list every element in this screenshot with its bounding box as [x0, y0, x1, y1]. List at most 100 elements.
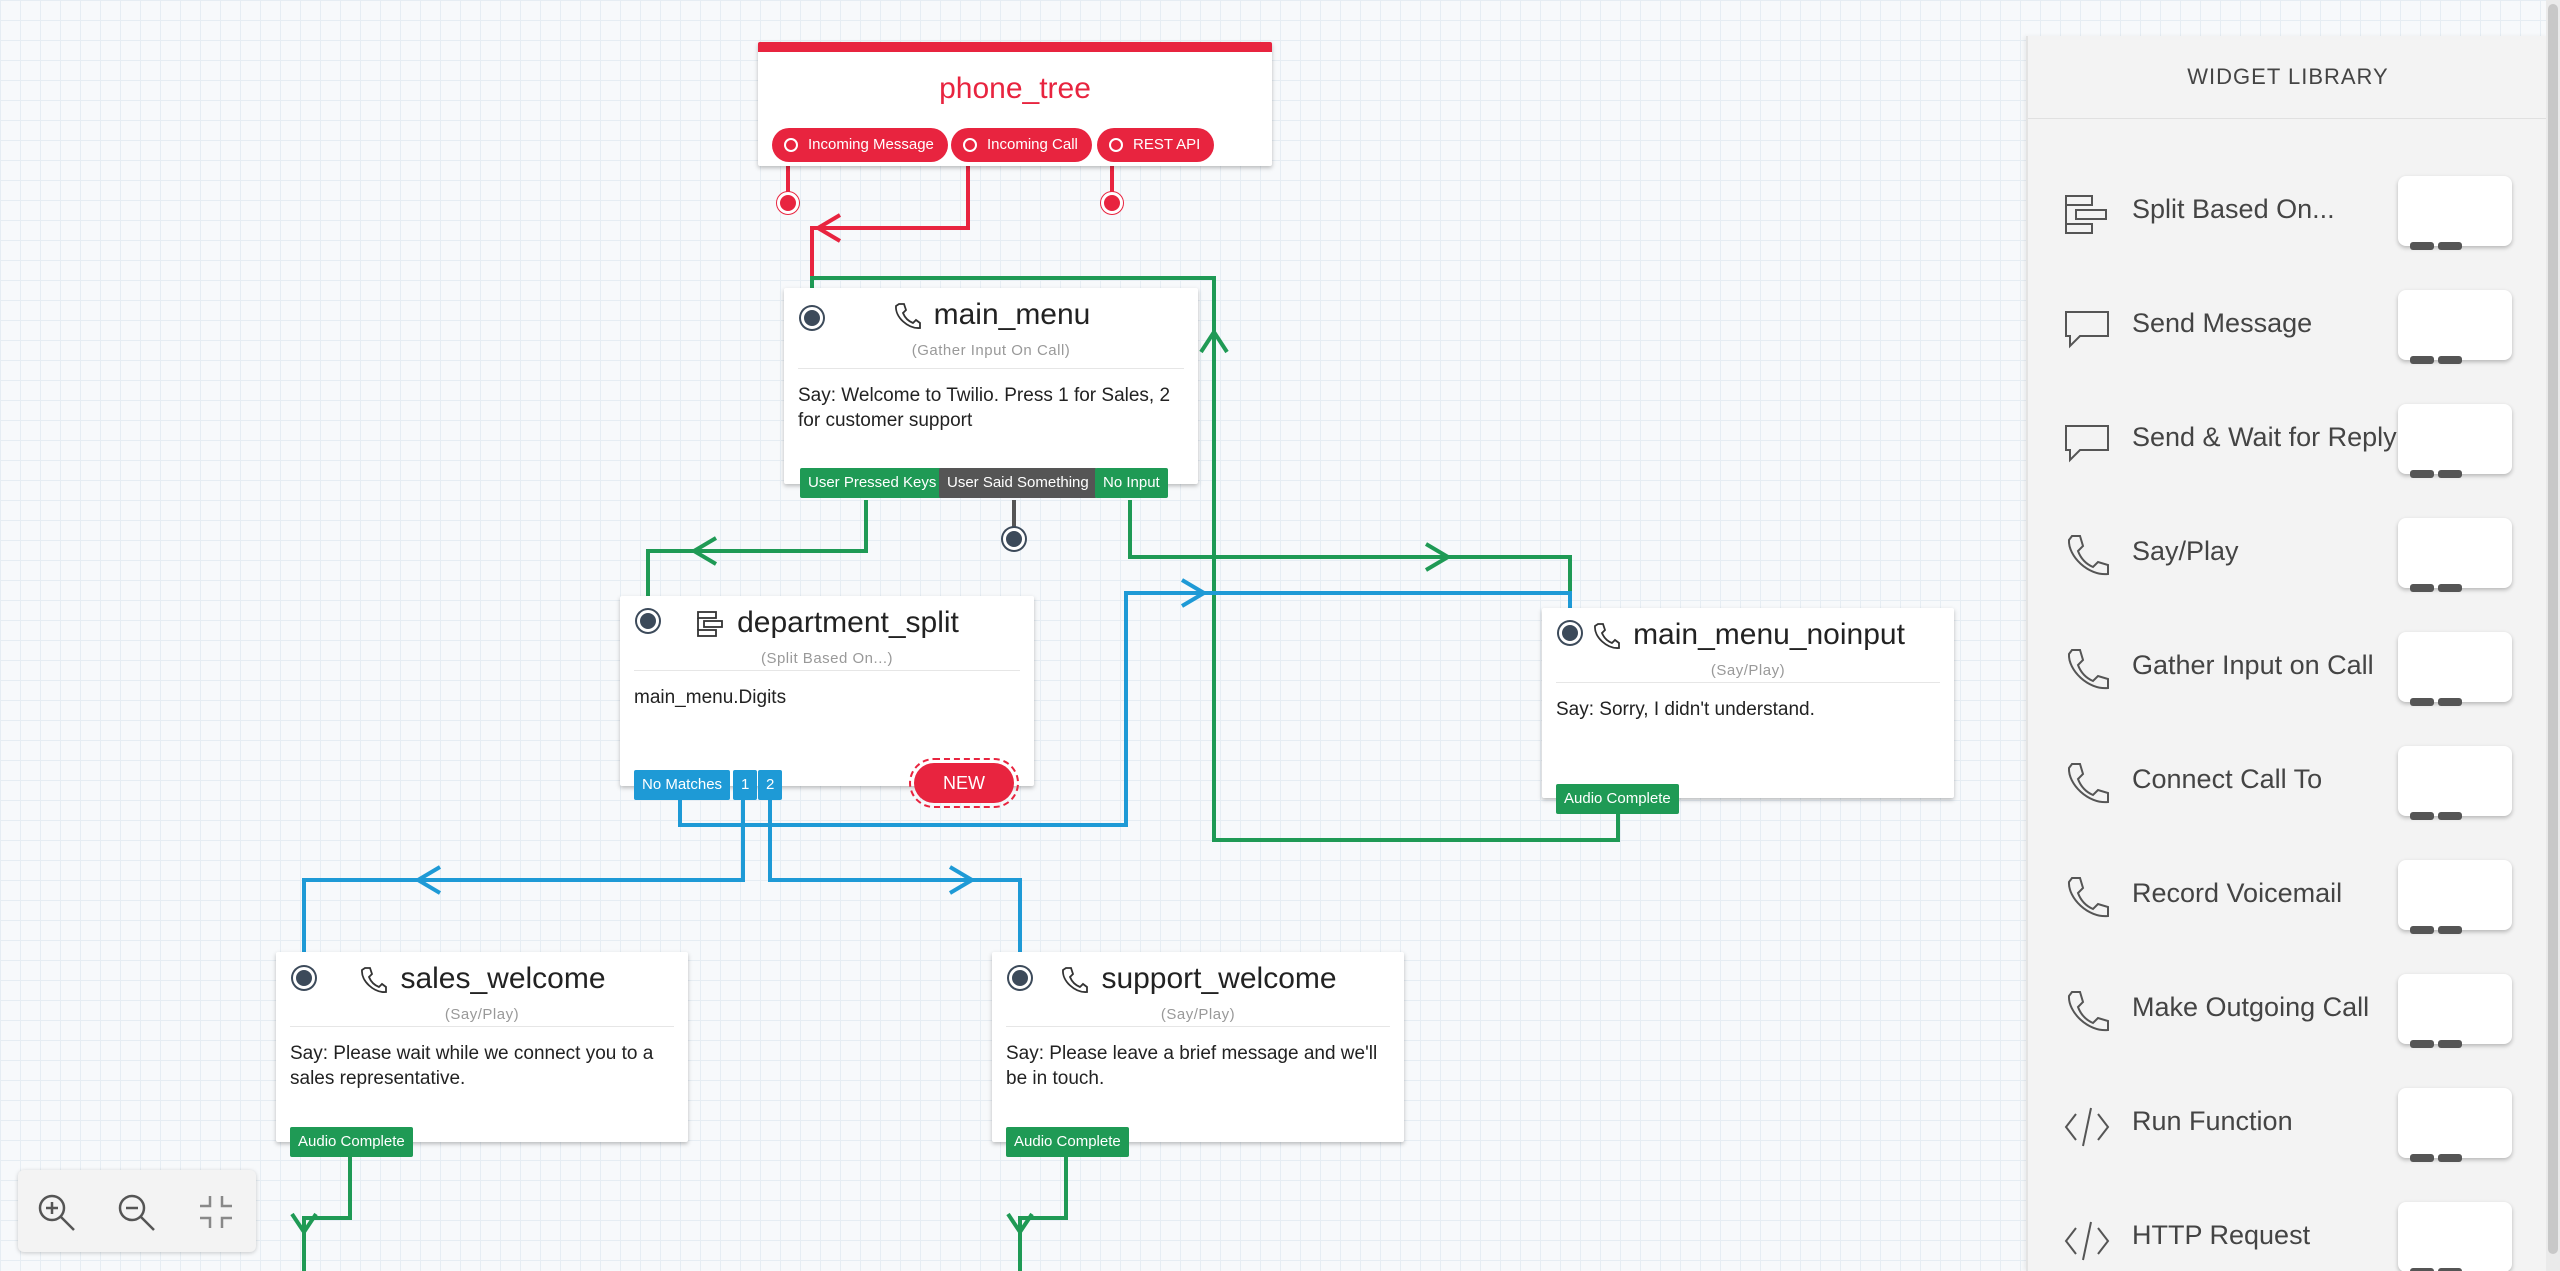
library-item-say-play[interactable]: Say/Play: [2028, 498, 2548, 612]
trigger-incoming-call[interactable]: Incoming Call: [951, 128, 1092, 162]
widget-card-preview[interactable]: [2398, 1088, 2512, 1162]
library-item-send-wait[interactable]: Send & Wait for Reply: [2028, 384, 2548, 498]
widget-body: Say: Please wait while we connect you to…: [290, 1026, 674, 1091]
transition-audio-complete[interactable]: Audio Complete: [1006, 1127, 1129, 1157]
widget-card-preview[interactable]: [2398, 176, 2512, 250]
zoom-in-icon[interactable]: [34, 1190, 78, 1234]
phone-icon: [2067, 535, 2109, 576]
widget-sales-welcome[interactable]: sales_welcome (Say/Play) Say: Please wai…: [276, 952, 688, 1142]
trigger-incoming-message[interactable]: Incoming Message: [772, 128, 948, 162]
output-port[interactable]: [1003, 528, 1025, 550]
library-item-send-message[interactable]: Send Message: [2028, 270, 2548, 384]
input-port[interactable]: [637, 610, 659, 632]
widget-title: main_menu: [933, 298, 1091, 331]
transition-no-input[interactable]: No Input: [1095, 468, 1168, 498]
phone-icon: [1594, 623, 1620, 649]
widget-title: sales_welcome: [400, 962, 606, 995]
wire-no-input: [1128, 500, 1572, 622]
library-item-label: Make Outgoing Call: [2132, 992, 2370, 1022]
phone-icon: [2067, 991, 2109, 1032]
library-item-make-call[interactable]: Make Outgoing Call: [2028, 954, 2548, 1068]
trigger-rest-api[interactable]: REST API: [1097, 128, 1215, 162]
phone-icon: [2067, 877, 2109, 918]
library-item-label: Send & Wait for Reply: [2132, 422, 2397, 452]
phone-icon: [894, 303, 921, 329]
input-port[interactable]: [1009, 967, 1031, 989]
wire-digit-2: [768, 800, 1022, 970]
split-icon: [697, 611, 723, 637]
library-item-label: Send Message: [2132, 308, 2313, 338]
transition-audio-complete[interactable]: Audio Complete: [290, 1127, 413, 1157]
widget-type: (Say/Play): [1160, 1006, 1236, 1023]
widget-main-menu-noinput[interactable]: main_menu_noinput (Say/Play) Say: Sorry,…: [1542, 608, 1954, 798]
trigger-widget[interactable]: phone_tree Incoming Message Incoming Cal…: [758, 42, 1272, 166]
input-port[interactable]: [1559, 622, 1581, 644]
transition-digit-1[interactable]: 1: [733, 770, 758, 800]
widget-type: (Say/Play): [444, 1006, 520, 1023]
zoom-controls: [18, 1170, 256, 1252]
library-item-label: Connect Call To: [2132, 764, 2323, 794]
input-port[interactable]: [801, 307, 823, 329]
wire-digit-1: [302, 800, 745, 970]
scrollbar[interactable]: [2546, 0, 2560, 1271]
zoom-out-icon[interactable]: [114, 1190, 158, 1234]
trigger-title: phone_tree: [939, 72, 1091, 105]
widget-title: support_welcome: [1101, 962, 1337, 995]
library-item-label: Gather Input on Call: [2132, 650, 2374, 680]
message-reply-icon: [2065, 425, 2109, 463]
library-title: WIDGET LIBRARY: [2028, 36, 2548, 119]
phone-icon: [2067, 763, 2109, 804]
library-item-gather-input[interactable]: Gather Input on Call: [2028, 612, 2548, 726]
widget-card-preview[interactable]: [2398, 860, 2512, 934]
input-port[interactable]: [293, 967, 315, 989]
wire-no-matches: [678, 591, 1572, 827]
widget-card-preview[interactable]: [2398, 290, 2512, 364]
widget-library: WIDGET LIBRARY Split Based On... Send Me…: [2026, 36, 2548, 1271]
library-item-label: Record Voicemail: [2132, 878, 2343, 908]
widget-title: department_split: [737, 606, 959, 639]
library-item-label: Split Based On...: [2132, 194, 2335, 224]
widget-department-split[interactable]: department_split (Split Based On...) mai…: [620, 596, 1034, 786]
widget-card-preview[interactable]: [2398, 974, 2512, 1048]
arrow-red: [814, 213, 842, 243]
wire-pressed-keys: [646, 500, 868, 610]
widget-card-preview[interactable]: [2398, 746, 2512, 820]
new-transition-button[interactable]: NEW: [909, 758, 1019, 808]
widget-body: Say: Sorry, I didn't understand.: [1556, 682, 1940, 722]
transition-user-pressed-keys[interactable]: User Pressed Keys: [800, 468, 945, 498]
trigger-port-rest[interactable]: [1101, 192, 1123, 214]
library-item-split[interactable]: Split Based On...: [2028, 156, 2548, 270]
wire-incoming-call: [810, 145, 970, 300]
transition-user-said-something[interactable]: User Said Something: [939, 468, 1097, 498]
split-icon: [2065, 195, 2107, 234]
widget-body: Say: Welcome to Twilio. Press 1 for Sale…: [798, 368, 1184, 433]
library-item-connect-call[interactable]: Connect Call To: [2028, 726, 2548, 840]
widget-card-preview[interactable]: [2398, 518, 2512, 592]
library-item-run-function[interactable]: Run Function: [2028, 1068, 2548, 1182]
library-item-label: Run Function: [2132, 1106, 2293, 1136]
fit-icon[interactable]: [194, 1190, 238, 1234]
widget-card-preview[interactable]: [2398, 1202, 2512, 1271]
transition-no-matches[interactable]: No Matches: [634, 770, 731, 800]
scrollbar-thumb[interactable]: [2548, 4, 2558, 1254]
widget-body: Say: Please leave a brief message and we…: [1006, 1026, 1390, 1091]
library-item-label: Say/Play: [2132, 536, 2239, 566]
transition-audio-complete[interactable]: Audio Complete: [1556, 784, 1679, 814]
transition-digit-2[interactable]: 2: [758, 770, 783, 800]
widget-main-menu[interactable]: main_menu (Gather Input On Call) Say: We…: [784, 288, 1198, 484]
code-icon: [2064, 1107, 2110, 1147]
widget-type: (Gather Input On Call): [911, 342, 1071, 359]
widget-support-welcome[interactable]: support_welcome (Say/Play) Say: Please l…: [992, 952, 1404, 1142]
code-icon: [2064, 1221, 2110, 1261]
library-item-label: HTTP Request: [2132, 1220, 2311, 1250]
widget-body: main_menu.Digits: [634, 670, 1020, 710]
widget-card-preview[interactable]: [2398, 632, 2512, 706]
phone-icon: [361, 967, 388, 993]
widget-card-preview[interactable]: [2398, 404, 2512, 478]
library-item-record-voicemail[interactable]: Record Voicemail: [2028, 840, 2548, 954]
trigger-port-message[interactable]: [777, 192, 799, 214]
library-item-http-request[interactable]: HTTP Request: [2028, 1182, 2548, 1271]
widget-type: (Say/Play): [1710, 662, 1786, 679]
